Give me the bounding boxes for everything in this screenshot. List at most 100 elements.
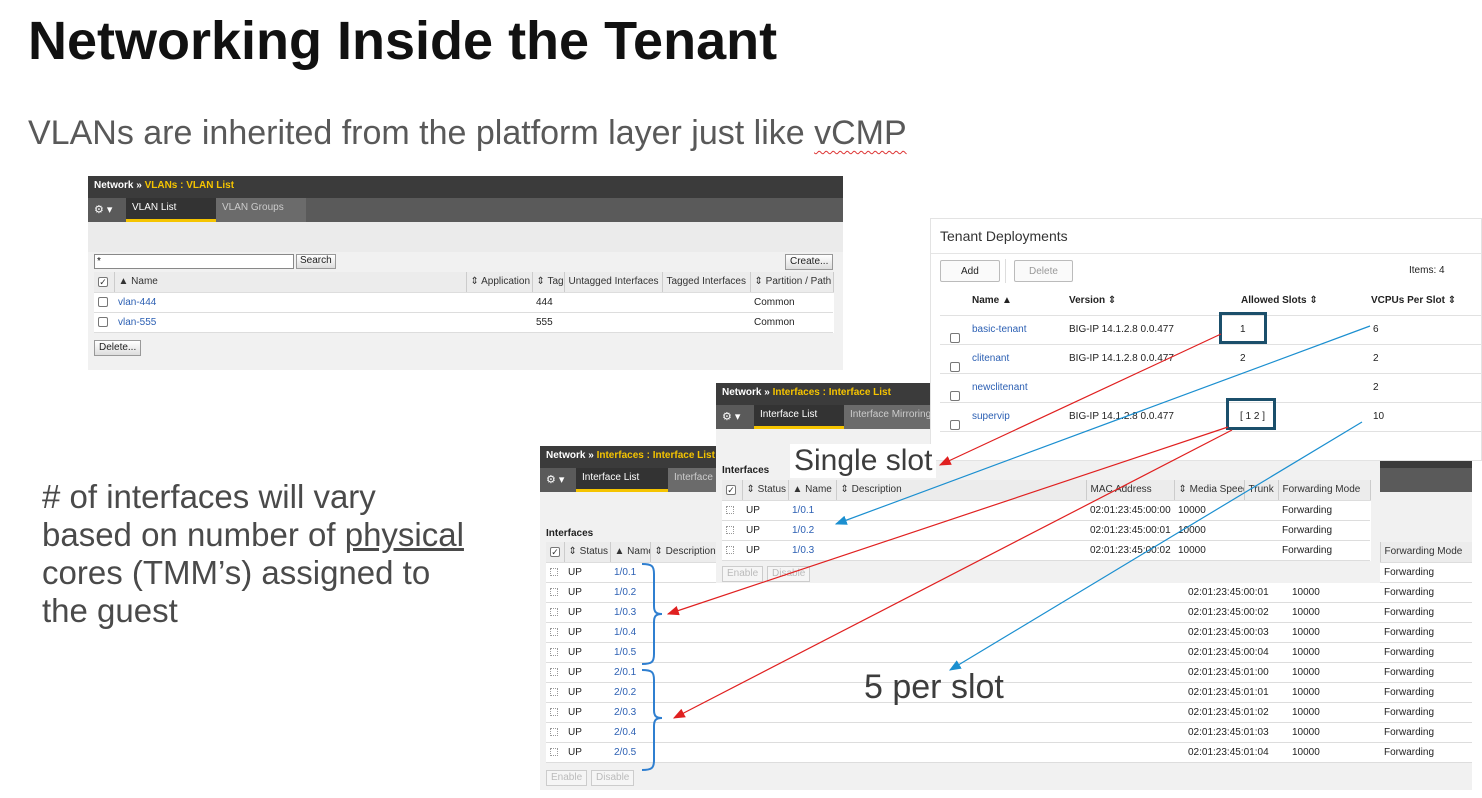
col-partition[interactable]: ⇕ Partition / Path	[750, 272, 834, 293]
crumb-network[interactable]: Network	[94, 180, 134, 191]
tenant-name-link[interactable]: newclitenant	[972, 382, 1028, 393]
col-name[interactable]: ▲ Name	[788, 480, 837, 501]
crumb-network[interactable]: Network	[546, 450, 586, 461]
search-button[interactable]: Search	[296, 254, 336, 269]
vlan-tabs: ⚙ ▾ VLAN List VLAN Groups	[88, 198, 843, 222]
table-row: supervip BIG-IP 14.1.2.8 0.0.477 [ 1 2 ]…	[940, 403, 1481, 432]
iface-mode: Forwarding	[1380, 742, 1472, 763]
slot-highlight-multi	[1226, 398, 1276, 430]
tenant-version: BIG-IP 14.1.2.8 0.0.477	[1069, 353, 1174, 364]
col-application[interactable]: ⇕ Application	[466, 272, 533, 293]
iface-name-link[interactable]: 2/0.5	[610, 742, 650, 763]
iface-name-link[interactable]: 2/0.2	[610, 682, 650, 703]
tenant-name-link[interactable]: clitenant	[972, 353, 1010, 364]
iface-speed: 10000	[1288, 742, 1380, 763]
iface-status: UP	[564, 702, 610, 723]
tenant-vcpus: 2	[1373, 353, 1379, 364]
iface-name-link[interactable]: 1/0.3	[610, 602, 650, 623]
iface-speed: 10000	[1288, 662, 1380, 683]
col-vcpus[interactable]: VCPUs Per Slot ⇕	[1371, 295, 1457, 306]
enable-button[interactable]: Enable	[722, 566, 764, 582]
delete-button[interactable]: Delete...	[94, 340, 142, 356]
tenant-vcpus: 10	[1373, 411, 1385, 422]
vlan-breadcrumb: Network » VLANs : VLAN List	[88, 176, 843, 198]
col-forwarding-mode[interactable]: Forwarding Mode	[1380, 542, 1472, 563]
tenant-version: BIG-IP 14.1.2.8 0.0.477	[1069, 411, 1174, 422]
subtitle-text: VLANs are inherited from the platform la…	[28, 114, 815, 152]
iface-name-link[interactable]: 2/0.1	[610, 662, 650, 683]
vlan-table: ✓ ▲ Name ⇕ Application ⇕ Tag Untagged In…	[94, 272, 834, 333]
iface-mode: Forwarding	[1380, 582, 1472, 603]
col-version[interactable]: Version ⇕	[1069, 295, 1117, 306]
col-allowed-slots[interactable]: Allowed Slots ⇕	[1241, 295, 1318, 306]
iface-name-link[interactable]: 1/0.1	[610, 562, 650, 583]
vlan-filter-input[interactable]	[94, 254, 294, 269]
gear-icon[interactable]: ⚙ ▾	[94, 204, 113, 216]
select-all-checkbox[interactable]: ✓	[94, 272, 115, 293]
vlan-tag: 444	[532, 292, 564, 313]
add-button[interactable]: Add	[940, 260, 1000, 282]
iface-name-link[interactable]: 1/0.3	[788, 540, 836, 561]
arrow-single-slot	[938, 333, 1222, 466]
bracket-slot-2	[641, 669, 663, 771]
iface-mode: Forwarding	[1380, 622, 1472, 643]
crumb-interface-list[interactable]: Interfaces : Interface List	[596, 450, 715, 461]
iface-name-link[interactable]: 2/0.4	[610, 722, 650, 743]
col-forwarding-mode[interactable]: Forwarding Mode	[1278, 480, 1371, 501]
enable-button[interactable]: Enable	[546, 770, 588, 786]
iface-name-link[interactable]: 1/0.2	[610, 582, 650, 603]
gear-icon[interactable]: ⚙ ▾	[722, 411, 741, 423]
col-tag[interactable]: ⇕ Tag	[532, 272, 565, 293]
vlan-name-link[interactable]: vlan-444	[114, 292, 466, 313]
select-all-checkbox[interactable]: ✓	[546, 542, 565, 563]
col-status[interactable]: ⇕ Status	[564, 542, 611, 563]
col-name[interactable]: ▲ Name	[610, 542, 651, 563]
select-all-checkbox[interactable]: ✓	[722, 480, 743, 501]
divider	[1005, 259, 1006, 283]
iface-mac: 02:01:23:45:01:00	[1184, 662, 1288, 683]
row-checkbox[interactable]	[94, 312, 114, 333]
disable-button[interactable]: Disable	[591, 770, 635, 786]
delete-button[interactable]: Delete	[1014, 260, 1073, 282]
iface-name-link[interactable]: 1/0.4	[610, 622, 650, 643]
tab-interface-list[interactable]: Interface List	[576, 468, 668, 492]
crumb-interface-list[interactable]: Interfaces : Interface List	[772, 387, 891, 398]
col-name[interactable]: Name ▲	[972, 295, 1012, 306]
iface-status: UP	[564, 662, 610, 683]
gear-icon[interactable]: ⚙ ▾	[546, 474, 565, 486]
crumb-network[interactable]: Network	[722, 387, 762, 398]
note-part-c: cores (TMM’s) assigned to the guest	[42, 554, 431, 629]
row-checkbox[interactable]	[94, 292, 114, 313]
col-mac: MAC Address	[1086, 480, 1175, 501]
crumb-vlan-list[interactable]: VLANs : VLAN List	[144, 180, 235, 191]
iface-small-section: Interfaces	[722, 465, 770, 476]
callout-single-slot: Single slot	[790, 444, 937, 478]
create-button[interactable]: Create...	[785, 254, 834, 270]
tab-vlan-groups[interactable]: VLAN Groups	[216, 198, 306, 222]
col-media-speed[interactable]: ⇕ Media Speed	[1174, 480, 1245, 501]
vlan-name-link[interactable]: vlan-555	[114, 312, 466, 333]
iface-mode: Forwarding	[1380, 662, 1472, 683]
iface-name-link[interactable]: 1/0.2	[788, 520, 836, 541]
iface-name-link[interactable]: 1/0.5	[610, 642, 650, 663]
iface-mac: 02:01:23:45:01:01	[1184, 682, 1288, 703]
iface-status: UP	[564, 582, 610, 603]
blue-arrows	[834, 325, 1371, 671]
iface-name-link[interactable]: 2/0.3	[610, 702, 650, 723]
slot-brackets	[641, 563, 663, 771]
tenant-name-link[interactable]: basic-tenant	[972, 324, 1027, 335]
iface-mac: 02:01:23:45:00:01	[1086, 520, 1174, 541]
iface-mac: 02:01:23:45:00:03	[1184, 622, 1288, 643]
iface-mode: Forwarding	[1380, 722, 1472, 743]
col-status[interactable]: ⇕ Status	[742, 480, 789, 501]
tab-vlan-list[interactable]: VLAN List	[126, 198, 216, 222]
col-name[interactable]: ▲ Name	[114, 272, 467, 293]
iface-name-link[interactable]: 1/0.1	[788, 500, 836, 521]
arrow-slot1-bracket	[666, 426, 1229, 616]
tenant-name-link[interactable]: supervip	[972, 411, 1010, 422]
tab-interface-list[interactable]: Interface List	[754, 405, 844, 429]
crumb-sep: »	[588, 450, 594, 461]
iface-mode: Forwarding	[1380, 642, 1472, 663]
